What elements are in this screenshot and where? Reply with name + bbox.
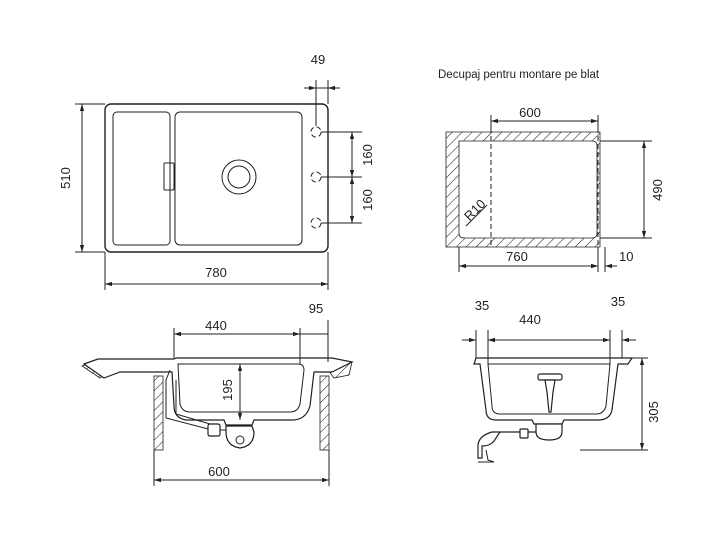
hole-spacing-top-label: 160: [360, 144, 375, 166]
top-width-label: 780: [205, 265, 227, 280]
cabinet-wall-right: [319, 375, 330, 451]
side-bowl-width-label: 440: [205, 318, 227, 333]
cutout-margin-label: 10: [619, 249, 633, 264]
overflow-stem: [544, 379, 556, 413]
side-right-offset-label: 95: [309, 301, 323, 316]
sink-outline-top: [104, 103, 329, 253]
front-right-margin-label: 35: [611, 294, 625, 309]
side-section-view: 440 95 195 600: [81, 301, 354, 486]
outlet-nut: [519, 428, 529, 439]
sink-side-profile: [82, 357, 354, 426]
cutout-outer-width-label: 760: [506, 249, 528, 264]
hole-offset-label: 49: [311, 52, 325, 67]
overflow-pipe-inner: [175, 380, 211, 425]
drainer-handle: [163, 162, 175, 191]
cutout-width-label: 600: [519, 105, 541, 120]
top-view: 780 510 49 160 160: [58, 52, 375, 290]
cutout-depth-label: 490: [650, 179, 665, 201]
radius-leader: [465, 204, 488, 227]
siphon-cap: [235, 435, 245, 445]
outlet-pipe: [477, 431, 536, 459]
front-section-view: 35 440 35 305: [462, 294, 661, 463]
tap-hole-2: [310, 171, 322, 183]
cutout-view: Decupaj pentru montare pe blat 600 760 1…: [438, 69, 665, 272]
bowl-area: [174, 111, 303, 246]
front-left-margin-label: 35: [475, 298, 489, 313]
cutout-radius-label: R10: [461, 196, 488, 223]
side-cabinet-label: 600: [208, 464, 230, 479]
cabinet-wall-left: [153, 375, 164, 451]
top-depth-label: 510: [58, 167, 73, 189]
front-bowl-width-label: 440: [519, 312, 541, 327]
drain-outer: [221, 159, 257, 195]
bowl-inner-side: [177, 363, 305, 413]
front-height-label: 305: [646, 401, 661, 423]
tap-hole-1: [310, 126, 322, 138]
bowl-inner-front: [487, 363, 611, 415]
drain-body: [535, 423, 563, 441]
siphon-side: [225, 425, 255, 449]
tailpiece: [478, 449, 495, 463]
pipe-joint: [207, 423, 221, 437]
cutout-caption: Decupaj pentru montare pe blat: [438, 69, 600, 81]
tap-hole-3: [310, 217, 322, 229]
side-bowl-depth-label: 195: [220, 379, 235, 401]
countertop-hatch: [445, 131, 601, 248]
hole-spacing-bottom-label: 160: [360, 189, 375, 211]
drainer-area: [112, 111, 171, 246]
overflow-cap: [537, 373, 563, 381]
drain-inner: [227, 165, 251, 189]
